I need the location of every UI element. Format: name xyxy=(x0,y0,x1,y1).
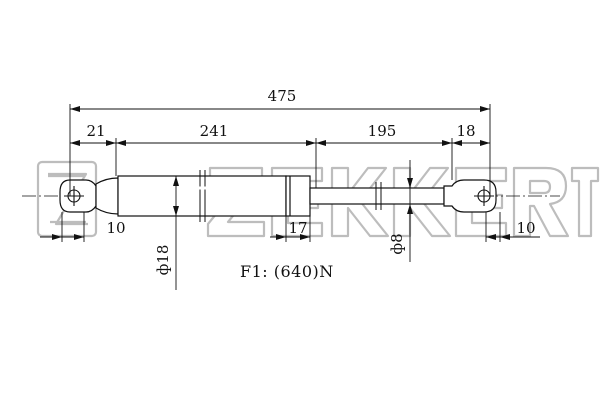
break-marks xyxy=(198,170,382,222)
dimension-labels: 475 21 241 195 18 10 10 17 ф18 ф8 F1: (6… xyxy=(86,87,535,281)
left-end-fitting-label: 21 xyxy=(86,122,105,140)
body-diameter-label: ф18 xyxy=(154,245,172,276)
cylinder-body-label: 241 xyxy=(200,122,229,140)
rod-diameter-label: ф8 xyxy=(388,233,406,254)
overall-length-label: 475 xyxy=(268,87,297,105)
end-cap-label: 17 xyxy=(288,219,307,237)
left-eye-offset-label: 10 xyxy=(106,219,125,237)
eye-holes xyxy=(64,186,494,206)
right-end-fitting xyxy=(443,179,497,213)
rod-extension-label: 195 xyxy=(368,122,397,140)
cylinder-body xyxy=(117,175,287,217)
logo-letter-t xyxy=(570,166,600,238)
dimension-arrowheads xyxy=(52,106,510,240)
piston-rod xyxy=(309,187,445,205)
force-label: F1: (640)N xyxy=(240,262,334,281)
right-end-fitting-label: 18 xyxy=(456,122,475,140)
right-eye-offset-label: 10 xyxy=(516,219,535,237)
left-neck xyxy=(95,177,119,215)
